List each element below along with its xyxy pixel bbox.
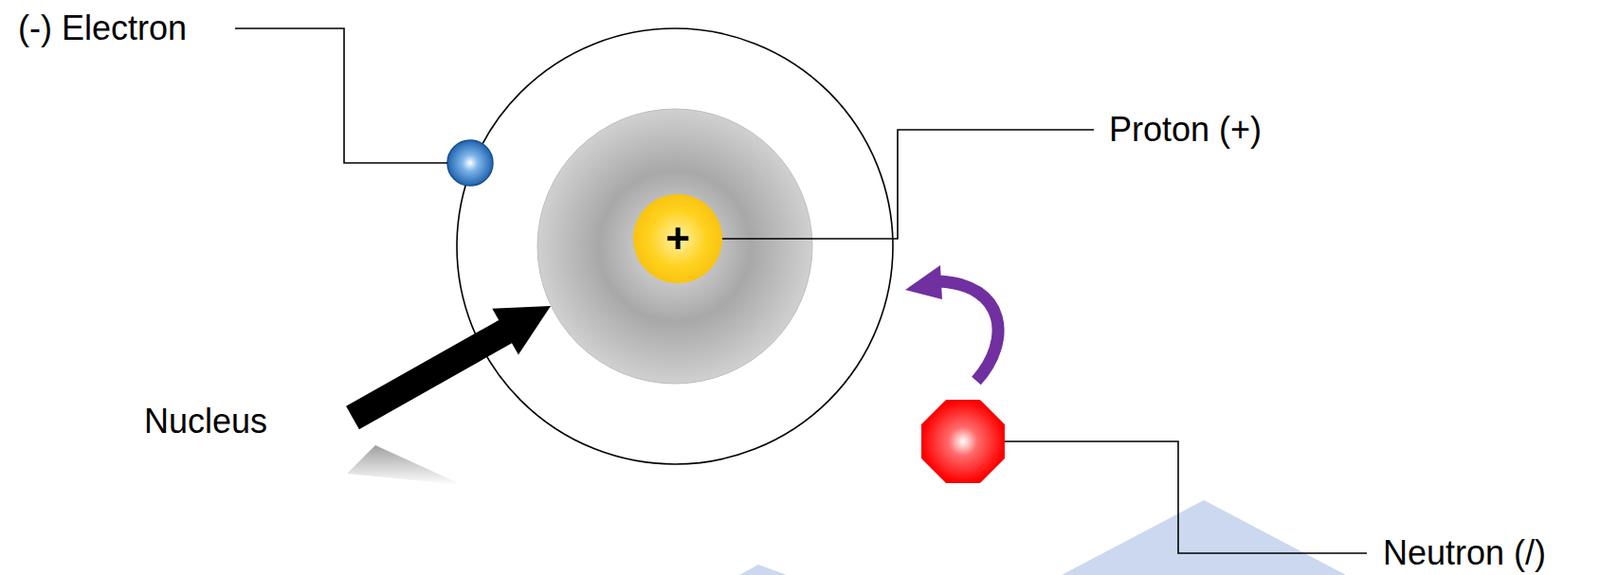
nucleus-sphere (537, 109, 813, 384)
neutron-particle (922, 400, 1005, 484)
watermark-shape (1061, 500, 1346, 575)
leader-line (235, 28, 448, 164)
curved-arrow (938, 281, 999, 382)
leader-line (722, 129, 1094, 239)
charge-symbol: + (665, 218, 691, 260)
curved-arrow-head (905, 265, 943, 300)
leader-line (1004, 441, 1367, 554)
electron-orbit (456, 28, 893, 465)
electron-particle (447, 140, 493, 186)
proton-circle: + (633, 194, 723, 284)
watermark-shape (739, 564, 787, 575)
part-label: (-) Electron (18, 11, 187, 46)
part-label: Neutron (/) (1382, 536, 1546, 571)
part-label: Nucleus (144, 404, 268, 439)
part-label: Proton (+) (1109, 112, 1262, 147)
pointer-arrow (345, 306, 551, 430)
arrow-shadow (346, 445, 463, 486)
